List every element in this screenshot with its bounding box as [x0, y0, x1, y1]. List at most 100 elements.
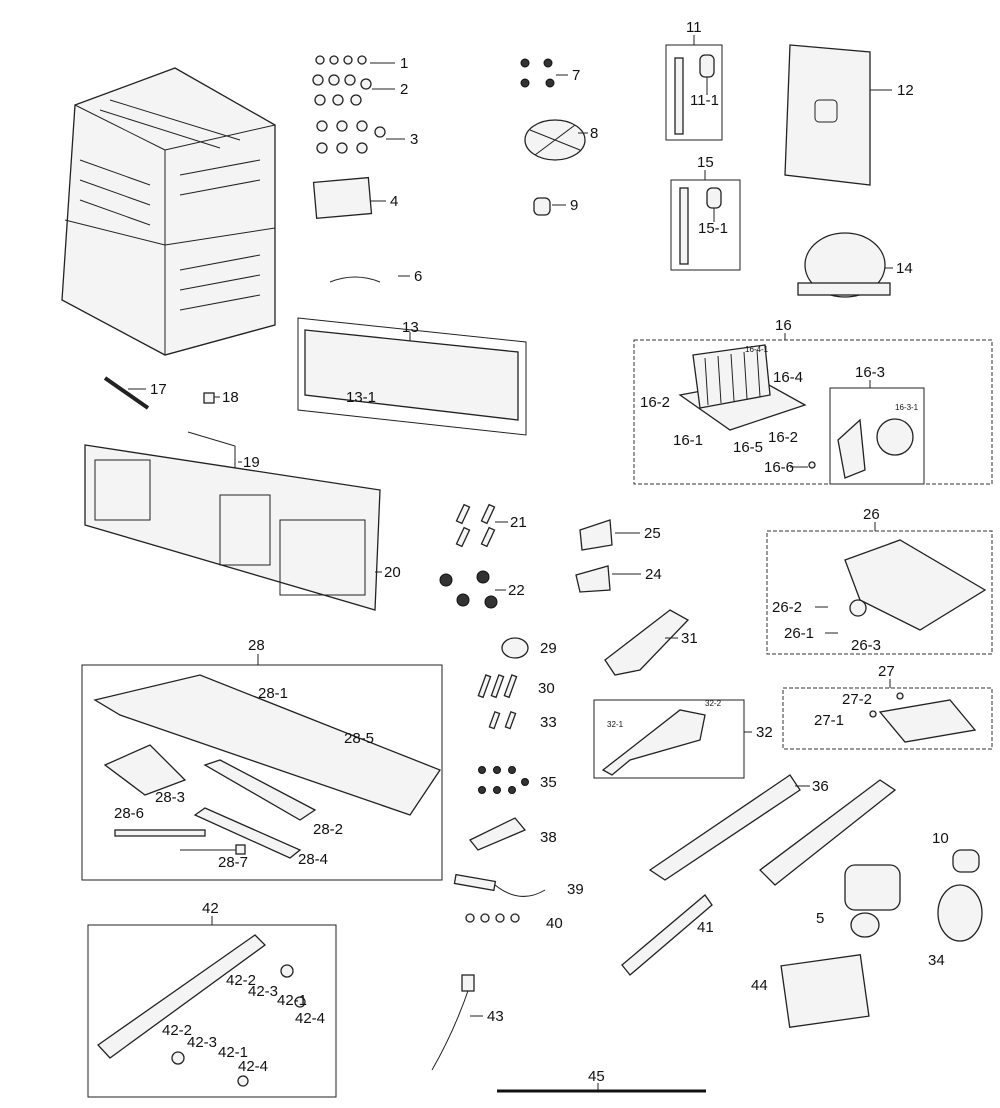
callout-28-2: 28-2 — [313, 821, 344, 838]
part-valve-5 — [844, 864, 901, 938]
callout-3: 3 — [410, 131, 419, 148]
callout-40: 40 — [546, 915, 563, 932]
part-rail-36b — [759, 779, 897, 886]
part-28-3 — [103, 744, 187, 796]
callout-16-3-1: 16-3-1 — [895, 403, 919, 412]
callout-28-7: 28-7 — [218, 854, 249, 871]
part-10 — [952, 849, 980, 873]
callout-16-4-1: 16-4-1 — [745, 345, 769, 354]
part-18 — [203, 392, 215, 404]
callout-26-1: 26-1 — [784, 625, 815, 642]
callout-24: 24 — [645, 566, 662, 583]
part-29 — [501, 637, 529, 659]
part-28-6 — [114, 829, 206, 837]
part-cover-12 — [784, 44, 871, 186]
part-screws-1-2-3 — [312, 55, 386, 154]
callout-36: 36 — [812, 778, 829, 795]
part-hinge-31 — [604, 609, 690, 676]
part-bracket-28-5 — [93, 674, 441, 816]
part-41 — [621, 894, 713, 976]
part-evaporator-16-4 — [678, 344, 807, 431]
callout-34: 34 — [928, 952, 945, 969]
callout-35: 35 — [540, 774, 557, 791]
callout-42-2a: 42-2 — [226, 972, 257, 989]
callout-13: 13 — [402, 319, 419, 336]
part-wire-39 — [453, 873, 546, 897]
part-compressor-14 — [797, 232, 891, 298]
part-cabinet-frame — [61, 67, 276, 356]
callout-42-1a: 42-1 — [277, 992, 308, 1009]
callout-15-1: 15-1 — [698, 220, 729, 237]
part-rail-42 — [97, 934, 266, 1059]
callout-39: 39 — [567, 881, 584, 898]
callout-20: 20 — [384, 564, 401, 581]
callout-22: 22 — [508, 582, 525, 599]
part-15 — [679, 187, 689, 265]
callout-27-1: 27-1 — [814, 712, 845, 729]
callout-18: 18 — [222, 389, 239, 406]
part-screws-40 — [465, 913, 520, 923]
callout-13-1: 13-1 — [346, 389, 377, 406]
callout-42: 42 — [202, 900, 219, 917]
callout-16-2a: 16-2 — [640, 394, 671, 411]
callout-4: 4 — [390, 193, 399, 210]
part-rail-36 — [648, 774, 801, 881]
part-11 — [674, 57, 684, 135]
part-screws-7 — [520, 58, 555, 88]
callout-7: 7 — [572, 67, 581, 84]
part-38 — [468, 817, 527, 851]
part-bracket-24 — [575, 565, 611, 593]
box-28 — [81, 664, 443, 881]
part-screws-35 — [478, 766, 529, 794]
callout-16-4: 16-4 — [773, 369, 804, 386]
callout-32: 32 — [756, 724, 773, 741]
callout-33: 33 — [540, 714, 557, 731]
part-screws-33 — [488, 710, 517, 730]
callout-11: 11 — [686, 19, 702, 36]
part-cover-8 — [524, 119, 586, 161]
callout-42-3a: 42-3 — [248, 983, 279, 1000]
part-34 — [937, 884, 983, 942]
callout-45: 45 — [588, 1068, 605, 1085]
callout-21: 21 — [510, 514, 527, 531]
box-13 — [297, 317, 527, 436]
callout-42-4b: 42-4 — [238, 1058, 269, 1075]
callout-42-1b: 42-1 — [218, 1044, 249, 1061]
part-28-2 — [203, 759, 317, 821]
callout-42-2b: 42-2 — [162, 1022, 193, 1039]
box-32 — [593, 699, 745, 779]
callout-16: 16 — [775, 317, 792, 334]
callout-28-5: 28-5 — [344, 730, 375, 747]
part-pcb-4 — [312, 176, 373, 219]
callout-43: 43 — [487, 1008, 504, 1025]
callout-10: 10 — [932, 830, 949, 847]
part-screws-22 — [439, 570, 498, 609]
part-wire-6 — [329, 276, 381, 283]
callout-28-1: 28-1 — [258, 685, 289, 702]
part-bracket-25 — [579, 519, 613, 551]
callout-15: 15 — [697, 154, 714, 171]
part-rod-17 — [103, 376, 150, 410]
callout-28: 28 — [248, 637, 265, 654]
callout-32-1: 32-1 — [607, 720, 624, 729]
callout-14: 14 — [896, 260, 913, 277]
part-screws-21 — [455, 503, 496, 548]
callout-41: 41 — [697, 919, 714, 936]
callout-25: 25 — [644, 525, 661, 542]
callout-12: 12 — [897, 82, 914, 99]
callout-27: 27 — [878, 663, 895, 680]
callout-16-2b: 16-2 — [768, 429, 799, 446]
part-19 — [187, 431, 236, 475]
callout-2: 2 — [400, 81, 409, 98]
callout-27-2: 27-2 — [842, 691, 873, 708]
callout-28-6: 28-6 — [114, 805, 145, 822]
part-panel-13 — [304, 329, 519, 421]
callout-16-3: 16-3 — [855, 364, 886, 381]
callout-42-4a: 42-4 — [295, 1010, 326, 1027]
callout-44: 44 — [751, 977, 768, 994]
part-pcb-44 — [780, 954, 870, 1028]
callout-26-3: 26-3 — [851, 637, 882, 654]
part-hinge-32 — [601, 709, 706, 776]
callout-26-2: 26-2 — [772, 599, 803, 616]
